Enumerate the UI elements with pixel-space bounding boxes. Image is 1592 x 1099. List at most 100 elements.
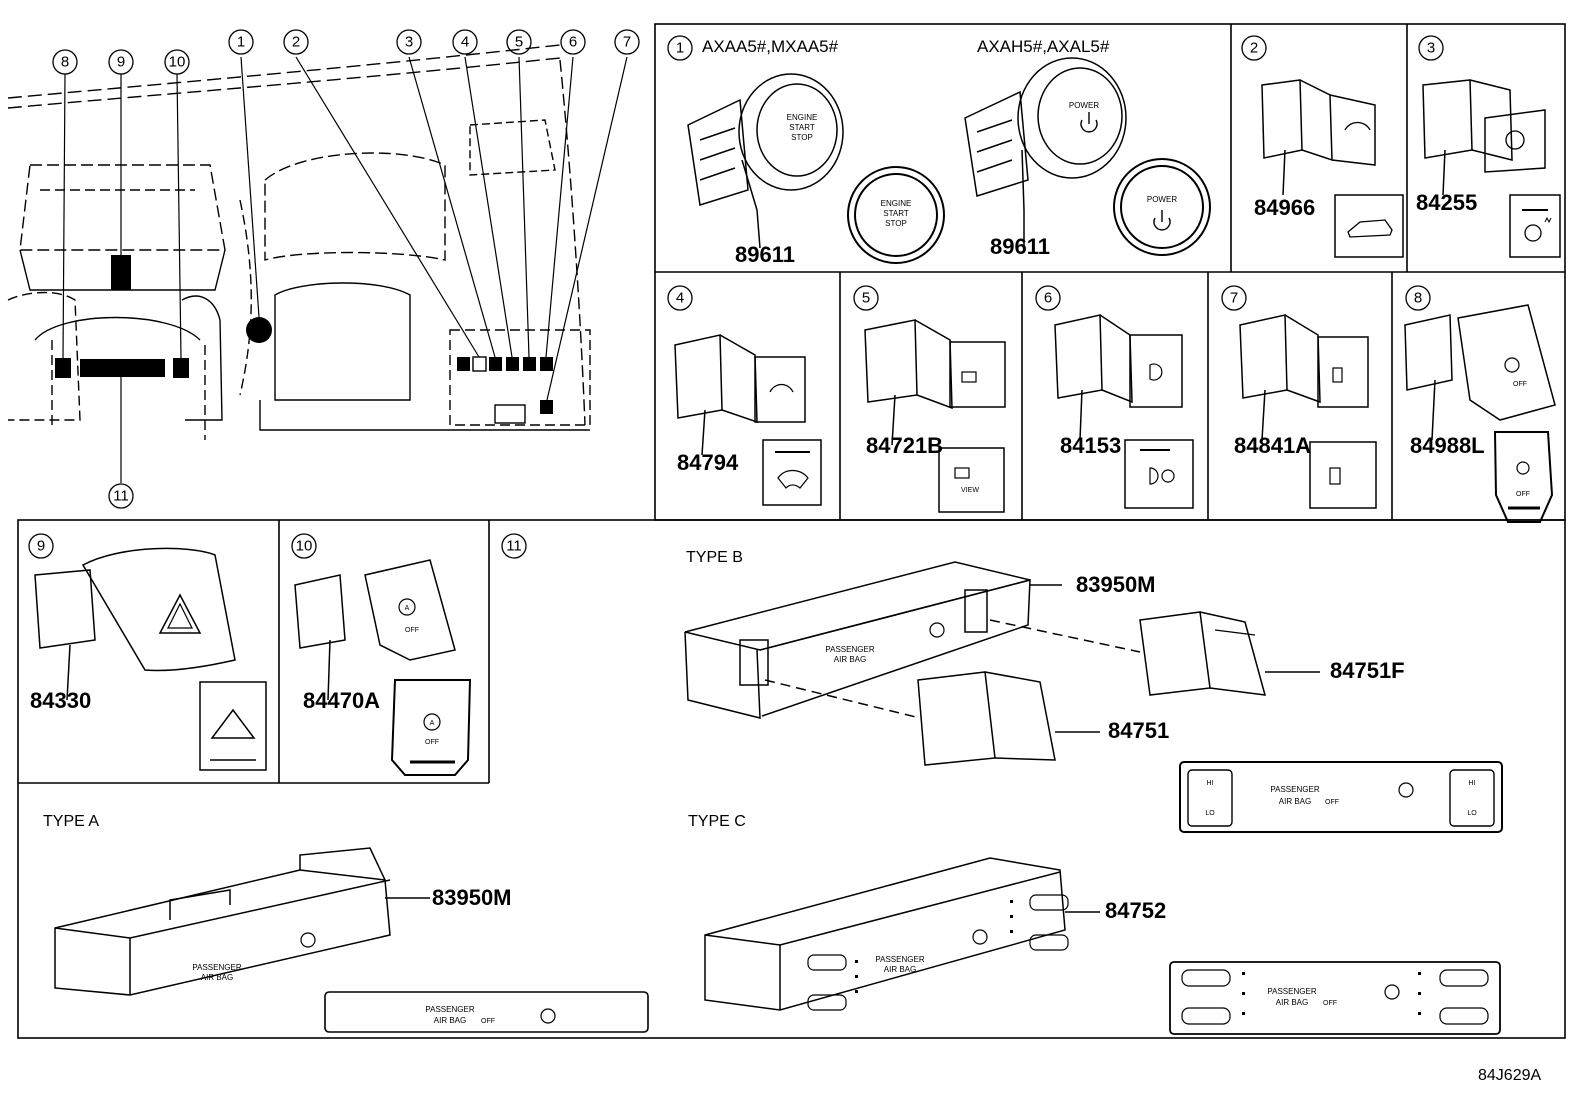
part-84752: 84752 <box>1105 898 1166 923</box>
p10-off-label: OFF <box>405 627 419 634</box>
panel-callout-7: 7 <box>1230 290 1238 307</box>
typeb-left-hi: HI <box>1207 780 1214 787</box>
typea-part-airbag: AIR BAG <box>201 973 233 982</box>
panel-callout-11: 11 <box>506 538 522 555</box>
callout-3: 3 <box>405 34 413 51</box>
power-button <box>1080 112 1211 256</box>
part-84794: 84794 <box>677 450 739 475</box>
part-84255: 84255 <box>1416 190 1477 215</box>
typeb-icon-passenger: PASSENGER <box>1270 785 1319 794</box>
switch-power-text: POWER <box>1069 101 1099 110</box>
dashboard-overview <box>7 44 591 440</box>
p8-icon-off-label: OFF <box>1516 491 1530 498</box>
part-83950M-a: 83950M <box>432 885 512 910</box>
typea-part-passenger: PASSENGER <box>192 963 241 972</box>
marker-2 <box>472 356 487 372</box>
panel-callout-1: 1 <box>676 40 684 57</box>
p10-icon-off-label: OFF <box>425 739 439 746</box>
callout-4: 4 <box>461 34 469 51</box>
callout-7: 7 <box>623 34 631 51</box>
button-start-text: START <box>883 209 909 218</box>
typeb-part-airbag: AIR BAG <box>834 655 866 664</box>
panel-callout-5: 5 <box>862 290 870 307</box>
panel1-button-text: ENGINE START STOP ENGINE START STOP POWE… <box>702 37 1177 267</box>
button-engine-text: ENGINE <box>881 199 912 208</box>
callout-5: 5 <box>515 34 523 51</box>
callout-10: 10 <box>169 54 186 71</box>
switch-84841A: 84841A <box>1234 314 1377 509</box>
part-84751: 84751 <box>1108 718 1169 743</box>
dashboard-switch-markers <box>55 255 553 414</box>
panel-callout-10: 10 <box>296 538 313 555</box>
type-c-assembly: 84752 TYPE C PASSENGER AIR BAG PASSENGER… <box>688 813 1501 1035</box>
typeb-icon-airbag: AIR BAG <box>1279 797 1311 806</box>
panel-callout-8: 8 <box>1414 290 1422 307</box>
callout-11: 11 <box>113 488 129 505</box>
part-89611-right: 89611 <box>990 234 1050 259</box>
panel-callout-3: 3 <box>1427 40 1435 57</box>
typec-icon-airbag: AIR BAG <box>1276 998 1308 1007</box>
dashboard-leaders <box>62 56 628 483</box>
part-84470A: 84470A <box>303 688 380 713</box>
typeb-icon-off: OFF <box>1325 799 1339 806</box>
typeb-part-passenger: PASSENGER <box>825 645 874 654</box>
part-89611-left: 89611 <box>735 242 795 267</box>
switch-stop-text: STOP <box>791 133 813 142</box>
part-84841A: 84841A <box>1234 433 1311 458</box>
switch-84255: 84255 <box>1416 79 1561 258</box>
type-b-assembly: 83950M 84751F 84751 TYPE B PASSENGER AIR… <box>684 549 1503 833</box>
panel-callout-9: 9 <box>37 538 45 555</box>
callout-9: 9 <box>117 54 125 71</box>
typec-part-passenger: PASSENGER <box>875 955 924 964</box>
type-b-label: TYPE B <box>686 549 743 566</box>
part-84966: 84966 <box>1254 195 1315 220</box>
switch-84470A: 84470A A OFF A OFF <box>294 559 472 776</box>
typeb-left-lo: LO <box>1205 810 1215 817</box>
overview-callouts <box>52 29 640 509</box>
p10-auto-label: A <box>405 605 410 612</box>
part-84751F: 84751F <box>1330 658 1405 683</box>
button-power-text: POWER <box>1147 195 1177 204</box>
switch-84330: 84330 <box>30 547 267 771</box>
overview-callout-labels: 1 2 3 4 5 6 7 8 9 10 11 <box>61 34 631 505</box>
panel-callouts <box>28 35 1444 559</box>
typea-icon-passenger: PASSENGER <box>425 1005 474 1014</box>
callout-2: 2 <box>292 34 300 51</box>
typea-icon-off: OFF <box>481 1018 495 1025</box>
panel-callout-4: 4 <box>676 290 684 307</box>
switch-84153: 84153 <box>1054 314 1194 509</box>
model-right: AXAH5#,AXAL5# <box>977 37 1110 56</box>
type-a-label: TYPE A <box>43 813 99 830</box>
callout-6: 6 <box>569 34 577 51</box>
typea-icon-airbag: AIR BAG <box>434 1016 466 1025</box>
switch-84988L: 84988L OFF OFF <box>1404 304 1556 523</box>
power-switch-body <box>964 57 1127 248</box>
typec-icon-passenger: PASSENGER <box>1267 987 1316 996</box>
engine-start-button <box>847 166 945 264</box>
typeb-right-hi: HI <box>1469 780 1476 787</box>
p8-off-label: OFF <box>1513 381 1527 388</box>
view-label: VIEW <box>961 487 979 494</box>
type-c-label: TYPE C <box>688 813 746 830</box>
typeb-right-lo: LO <box>1467 810 1477 817</box>
model-left: AXAA5#,MXAA5# <box>702 37 839 56</box>
switch-84721B: 84721B VIEW <box>864 319 1006 513</box>
button-stop-text: STOP <box>885 219 907 228</box>
engine-start-switch-body <box>687 73 844 249</box>
diagram-reference: 84J629A <box>1478 1067 1541 1084</box>
switch-engine-text: ENGINE <box>787 113 818 122</box>
typec-part-airbag: AIR BAG <box>884 965 916 974</box>
type-c-dots <box>855 900 1421 1015</box>
type-a-assembly: 83950M TYPE A PASSENGER AIR BAG PASSENGE… <box>43 813 649 1033</box>
panel-callout-2: 2 <box>1250 40 1258 57</box>
p10-icon-auto-label: A <box>430 720 435 727</box>
part-84153: 84153 <box>1060 433 1121 458</box>
switch-84794: 84794 <box>674 334 822 506</box>
panel-frames <box>17 23 1566 1039</box>
switch-start-text: START <box>789 123 815 132</box>
panel-callout-6: 6 <box>1044 290 1052 307</box>
switch-84966: 84966 <box>1254 79 1404 258</box>
callout-1: 1 <box>237 34 245 51</box>
panel-callout-labels: 1 2 3 4 5 6 7 8 9 10 11 <box>37 40 1435 555</box>
part-84721B: 84721B <box>866 433 943 458</box>
